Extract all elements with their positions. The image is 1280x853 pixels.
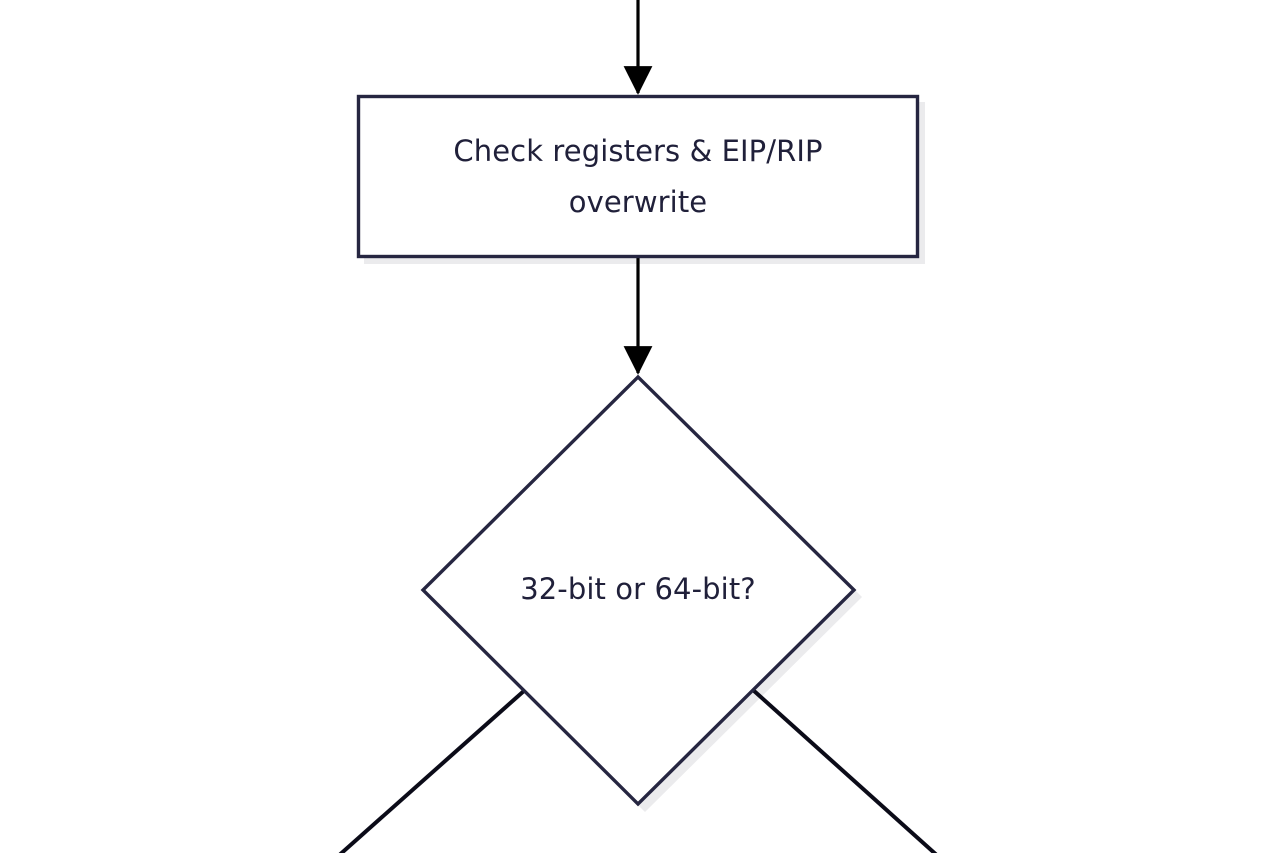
- bitness-decision-label: 32-bit or 64-bit?: [520, 572, 756, 606]
- check-registers-label: Check registers & EIP/RIP: [453, 134, 822, 168]
- edge-decision-right: [751, 688, 938, 853]
- node-check-registers[interactable]: Check registers & EIP/RIP overwrite: [356, 94, 920, 259]
- check-registers-box[interactable]: [356, 94, 920, 259]
- edge-decision-left: [338, 688, 527, 853]
- edge-decision-right-line: [751, 688, 938, 853]
- node-bitness-decision[interactable]: 32-bit or 64-bit?: [420, 374, 857, 807]
- bitness-decision-diamond[interactable]: [420, 374, 857, 807]
- edge-decision-left-line: [338, 688, 527, 853]
- check-registers-label-line2: overwrite: [569, 185, 707, 219]
